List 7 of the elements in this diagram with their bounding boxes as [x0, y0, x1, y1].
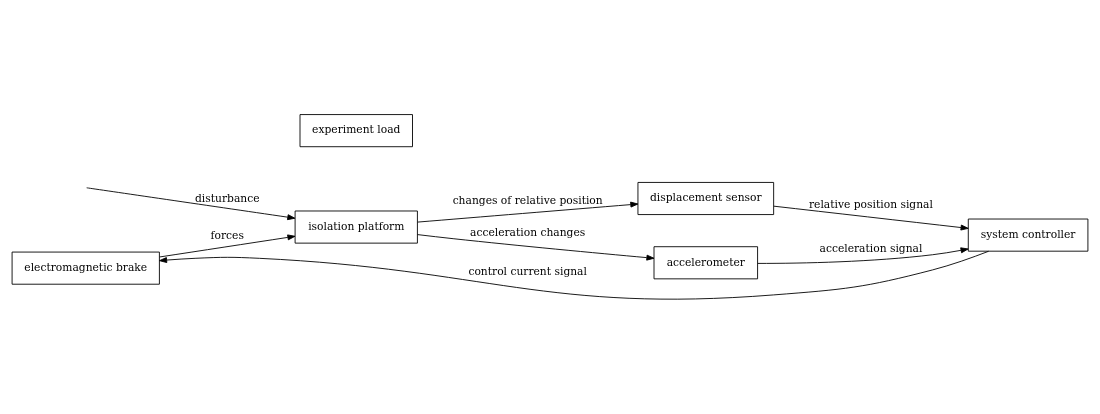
edge-label: relative position signal — [809, 197, 933, 211]
edge-label: acceleration changes — [470, 225, 586, 239]
edge-label: forces — [210, 229, 244, 243]
edge-label: disturbance — [194, 191, 260, 205]
edge-label: control current signal — [468, 264, 587, 278]
edge-label: changes of relative position — [452, 194, 603, 208]
edge-label: acceleration signal — [819, 241, 923, 255]
